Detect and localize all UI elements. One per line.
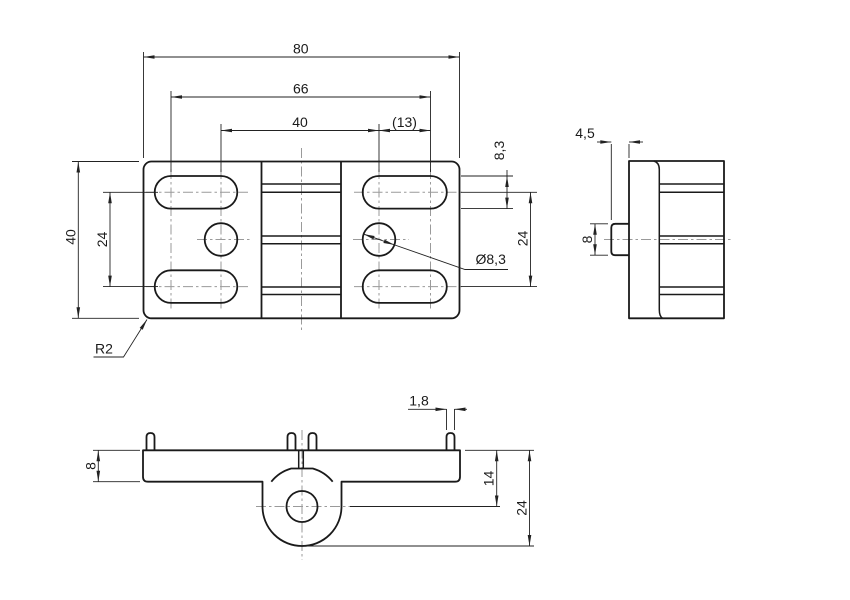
dim-width-ref: (13) — [392, 114, 417, 130]
top-view: 80 66 40 (13) 40 24 8,3 24 R2 Ø8,3 — [63, 41, 537, 358]
side-view-part-outline — [610, 160, 725, 320]
dim-plate-thickness: 8 — [82, 462, 98, 470]
front-view-centerlines — [256, 430, 350, 560]
side-view: 4,5 8 — [575, 125, 733, 320]
side-tab — [610, 222, 629, 257]
label-corner-radius: R2 — [95, 341, 113, 357]
top-view-arrowheads — [76, 55, 533, 330]
dim-tab-depth: 4,5 — [575, 125, 595, 141]
top-view-extension-lines — [72, 52, 537, 319]
dim-width-overall: 80 — [293, 41, 309, 57]
dim-width-inner-centers: 40 — [292, 114, 308, 130]
side-view-extension-lines — [590, 144, 630, 256]
side-view-dimension-lines — [594, 141, 643, 256]
front-view-arrowheads — [96, 407, 532, 546]
knuckle-top-edge — [270, 467, 334, 483]
pin-2 — [286, 432, 297, 451]
dim-overall-height: 24 — [514, 500, 530, 516]
pin-3 — [307, 432, 318, 451]
dim-tab-height: 8 — [579, 235, 595, 243]
hole-left — [203, 222, 239, 257]
dim-slot-row-spacing-right: 24 — [515, 231, 531, 247]
front-view: 8 1,8 14 24 — [82, 393, 534, 560]
dim-slot-width: 8,3 — [491, 141, 507, 161]
diameter-leader — [363, 233, 508, 270]
top-view-centerlines — [146, 148, 462, 331]
top-view-dimension-lines — [77, 56, 531, 358]
slot-top-right — [361, 175, 448, 210]
r2-leader — [93, 319, 148, 358]
front-view-dimension-lines — [97, 408, 530, 546]
dim-slot-row-spacing-left: 24 — [94, 232, 110, 248]
dim-width-slot-centers: 66 — [293, 81, 309, 97]
label-hole-diameter: Ø8,3 — [476, 251, 507, 267]
dim-height-overall: 40 — [63, 229, 79, 245]
side-view-arrowheads — [593, 140, 640, 256]
dim-hinge-center-offset: 14 — [481, 471, 497, 487]
hinge-pin-hole — [285, 490, 319, 523]
pin-1 — [145, 432, 156, 451]
front-view-extension-lines — [93, 409, 534, 547]
dim-pin-width: 1,8 — [409, 393, 429, 409]
hole-right — [361, 222, 397, 257]
pin-4 — [445, 432, 456, 451]
slot-bottom-right — [361, 269, 448, 304]
